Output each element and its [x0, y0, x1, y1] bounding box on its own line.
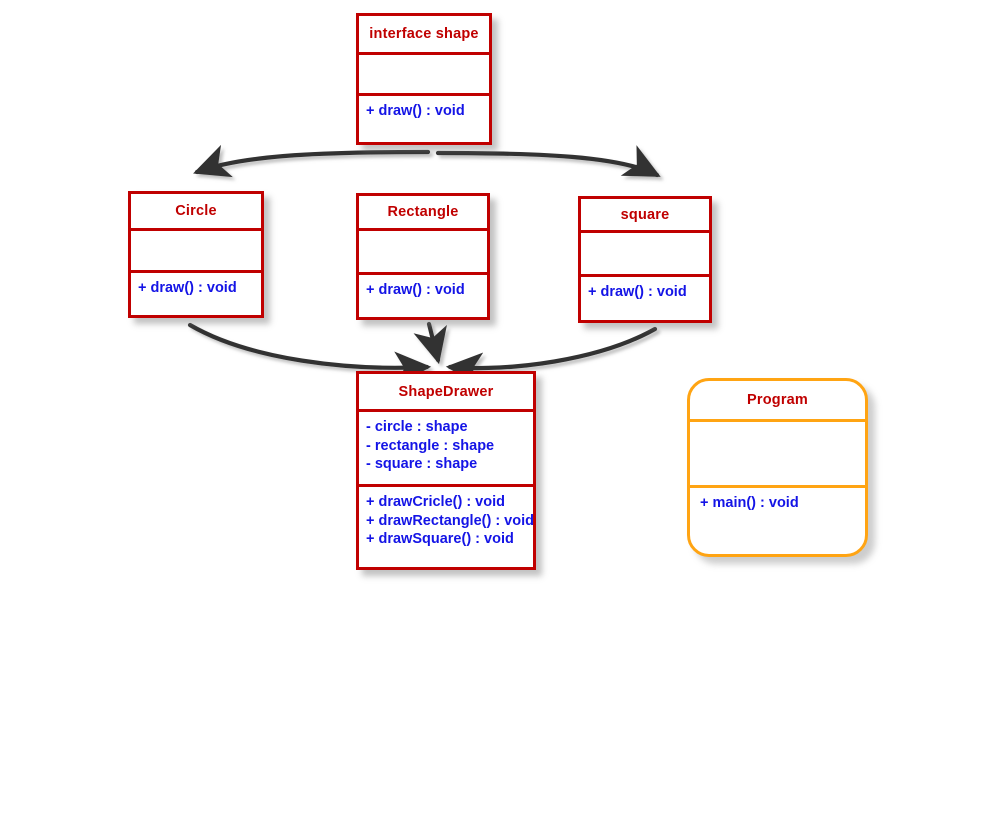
operation-row: + drawRectangle() : void [366, 512, 534, 529]
attribute-row: - square : shape [366, 456, 478, 473]
class-name-program: Program [746, 392, 809, 408]
operations-compartment-shapedrawer: + drawCricle() : void + drawRectangle() … [359, 487, 534, 567]
compartment-divider [690, 485, 865, 488]
class-box-interface-shape[interactable]: interface shape + draw() : void [356, 13, 492, 145]
attribute-row: - rectangle : shape [366, 437, 495, 454]
attributes-compartment-interface-shape [359, 55, 489, 93]
class-name-circle: Circle [175, 203, 217, 219]
operations-compartment-rectangle: + draw() : void [359, 275, 487, 320]
operations-compartment-interface-shape: + draw() : void [359, 96, 489, 145]
compartment-divider [359, 93, 489, 96]
attribute-row: - circle : shape [366, 419, 468, 435]
operation-row: + draw() : void [366, 282, 465, 298]
connector-square-to-shapedrawer [445, 326, 658, 387]
attributes-compartment-circle [131, 231, 261, 270]
compartment-divider [359, 52, 489, 55]
compartment-divider [359, 272, 487, 275]
compartment-divider [581, 230, 709, 233]
operations-compartment-program: + main() : void [690, 488, 865, 554]
class-name-interface-shape: interface shape [369, 26, 479, 42]
class-box-circle[interactable]: Circle + draw() : void [128, 191, 264, 318]
operation-row: + draw() : void [138, 280, 237, 296]
class-name-shapedrawer: ShapeDrawer [398, 383, 494, 400]
class-box-program[interactable]: Program + main() : void [687, 378, 868, 557]
attributes-compartment-program [690, 422, 865, 485]
class-box-shapedrawer[interactable]: ShapeDrawer - circle : shape - rectangle… [356, 371, 536, 570]
connector-circle-to-shapedrawer [187, 322, 432, 386]
operation-row: + draw() : void [588, 284, 687, 300]
operation-row: + drawSquare() : void [366, 531, 514, 548]
operation-row: + main() : void [700, 495, 799, 511]
attributes-compartment-shapedrawer: - circle : shape - rectangle : shape - s… [359, 412, 533, 484]
operations-compartment-square: + draw() : void [581, 277, 709, 323]
compartment-divider [359, 409, 533, 412]
compartment-divider [690, 419, 865, 422]
compartment-divider [359, 484, 533, 487]
connector-rectangle-to-shapedrawer [413, 321, 447, 365]
connector-shape-to-square [435, 145, 661, 178]
operation-row: + drawCricle() : void [366, 494, 505, 510]
operation-row: + draw() : void [366, 103, 465, 119]
attributes-compartment-rectangle [359, 231, 487, 272]
connector-shape-to-circle [193, 144, 431, 178]
compartment-divider [131, 228, 261, 231]
compartment-divider [581, 274, 709, 277]
class-name-rectangle: Rectangle [387, 204, 459, 220]
class-box-rectangle[interactable]: Rectangle + draw() : void [356, 193, 490, 320]
compartment-divider [359, 228, 487, 231]
class-name-square: square [620, 206, 670, 223]
class-box-square[interactable]: square + draw() : void [578, 196, 712, 323]
operations-compartment-circle: + draw() : void [131, 273, 261, 318]
attributes-compartment-square [581, 233, 709, 274]
compartment-divider [131, 270, 261, 273]
